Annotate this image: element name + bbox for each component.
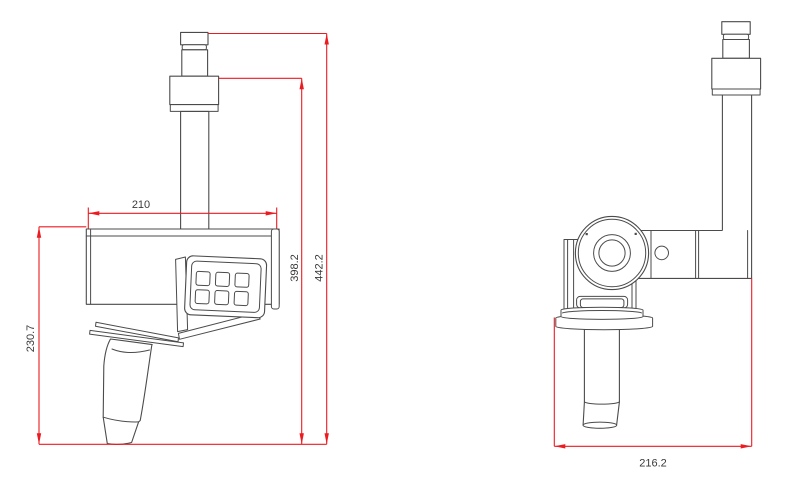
collar-band [169, 104, 219, 112]
arrow-right-icon [265, 211, 277, 216]
body-right-plate [270, 228, 280, 310]
pole-cap [721, 21, 751, 35]
handle-end [582, 401, 620, 429]
arrow-up-icon [299, 78, 304, 90]
mounting-collar [711, 57, 762, 90]
flange-disc-upper [560, 306, 644, 320]
dim-label-front-total-height: 442.2 [314, 254, 326, 282]
mounting-pole-side [711, 21, 762, 231]
arrow-right-icon [740, 444, 752, 449]
side-dimensions: 216.2 [553, 278, 753, 470]
dim-label-side-width: 216.2 [639, 458, 667, 470]
bracket-side-strip [175, 256, 189, 333]
pole-ring [722, 33, 750, 40]
keypad-button [234, 272, 250, 288]
keypad-button [214, 271, 231, 287]
clamp-tab-outer [576, 295, 629, 309]
dim-line-inner-height [219, 77, 303, 445]
camera-lens [574, 215, 650, 291]
handle-end-cap-line [102, 416, 140, 423]
dim-line-side-width [553, 278, 753, 447]
handle-grip-side [582, 320, 620, 429]
keypad-panel [184, 255, 268, 319]
dim-label-front-width: 210 [132, 199, 150, 211]
dim-line-left-height [38, 226, 87, 445]
mounting-collar [169, 75, 220, 106]
dim-label-front-left-height: 230.7 [25, 325, 37, 353]
lens-housing-inner [577, 218, 647, 288]
flange-disc-inner-arc [562, 310, 642, 314]
arrow-down-icon [324, 433, 329, 445]
body-segment-lines [650, 230, 749, 279]
arrow-down-icon [299, 433, 304, 445]
handle-clamp [576, 295, 629, 309]
lens-screw-dot [585, 233, 588, 236]
handle-taper-line [583, 401, 620, 405]
pole-neck [722, 38, 750, 59]
arrow-up-icon [36, 226, 42, 238]
pole-neck [181, 49, 209, 77]
pole-shaft [721, 94, 753, 231]
collar-band [711, 88, 761, 96]
handle-flange [555, 306, 654, 331]
keypad-button [214, 290, 230, 306]
dim-line-width [87, 207, 278, 229]
lens-aperture [598, 239, 626, 267]
handle-tip-cap [582, 421, 618, 429]
arrow-up-icon [324, 33, 329, 45]
front-view: 210 230.7 398.2 442.2 [25, 31, 329, 446]
lens-housing-outer [574, 215, 650, 291]
arrow-left-icon [88, 211, 100, 216]
guard-plate-lower [89, 329, 184, 348]
pole-cap [180, 31, 209, 46]
handle-side [582, 320, 620, 429]
handle-grip [102, 338, 153, 446]
arrow-left-icon [554, 444, 566, 449]
dim-label-front-inner-height: 398.2 [289, 254, 301, 282]
lens-ring [593, 234, 631, 272]
keypad-button [195, 270, 211, 287]
handle-front [102, 338, 153, 446]
pole-ring [181, 44, 207, 51]
lens-screw-dot [634, 232, 637, 235]
pole-shaft [180, 110, 210, 230]
arrow-down-icon [36, 433, 42, 445]
body-hole [654, 245, 670, 261]
mounting-pole [169, 31, 220, 230]
elbow-body [637, 229, 753, 279]
keypad-button [233, 290, 249, 307]
dim-line-total-height [208, 32, 328, 445]
front-dimensions: 210 230.7 398.2 442.2 [25, 32, 329, 445]
trigger-guard [89, 321, 184, 348]
keypad-button [194, 289, 210, 305]
handle-neck-curve [111, 348, 150, 353]
side-view: 216.2 [553, 21, 762, 470]
